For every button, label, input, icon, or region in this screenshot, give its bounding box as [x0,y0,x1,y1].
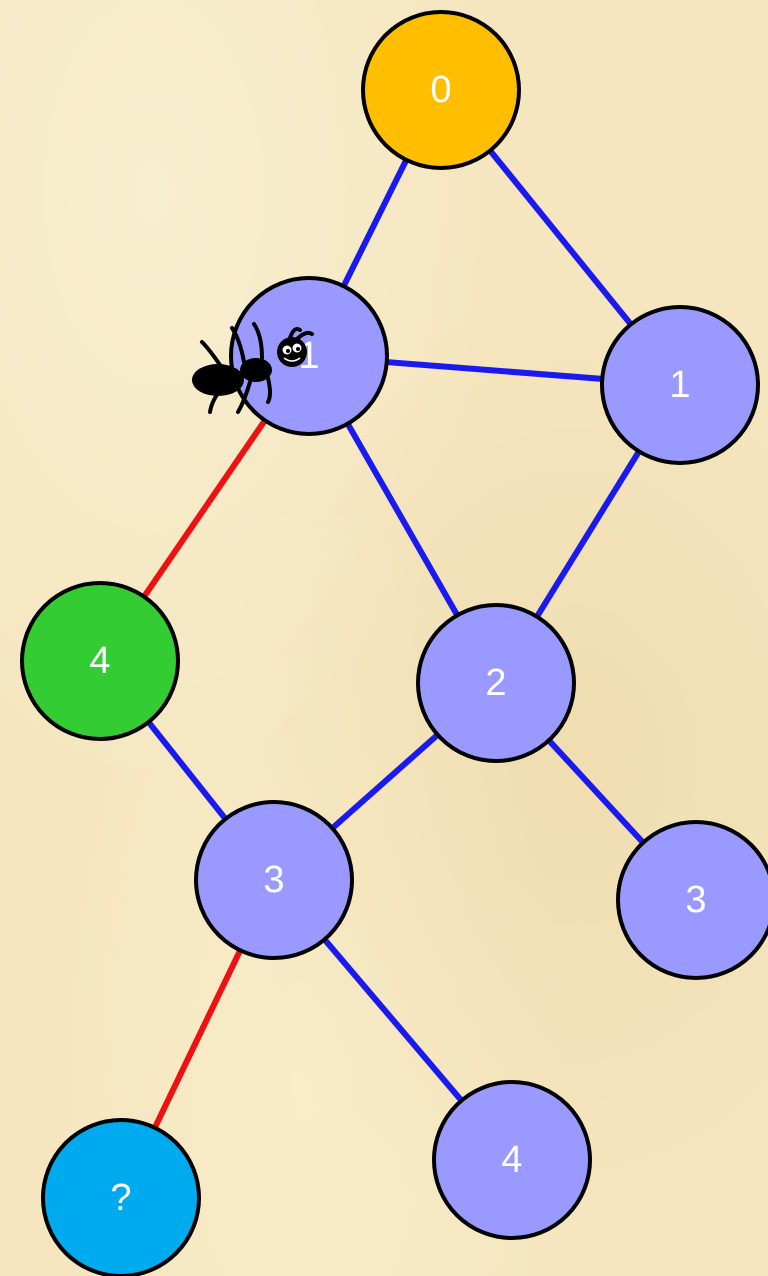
node-n3a: 3 [194,800,354,960]
nodes-layer: 0 1 1 4 2 3 3 4? [20,10,768,1276]
node-n1a: 1 [229,276,389,436]
node-n0: 0 [361,10,521,170]
node-label: 3 [263,859,284,901]
node-circle [416,603,576,763]
node-label: 0 [430,69,451,111]
node-nq: ? [41,1118,201,1276]
node-label: 4 [89,640,110,682]
ant-icon [192,322,314,414]
node-n1b: 1 [600,305,760,465]
node-label: 3 [685,879,706,921]
node-circle [41,1118,201,1276]
node-circle [20,581,180,741]
node-n2: 2 [416,603,576,763]
node-circle [616,820,768,980]
node-n4b: 4 [432,1080,592,1240]
node-circle [600,305,760,465]
node-circle [361,10,521,170]
edges-layer [97,87,699,1201]
node-label: ? [110,1177,131,1219]
node-n4a: 4 [20,581,180,741]
node-label: 2 [485,662,506,704]
node-circle [432,1080,592,1240]
node-circle [194,800,354,960]
node-n3b: 3 [616,820,768,980]
node-label: 4 [501,1139,522,1181]
node-label: 1 [669,364,690,406]
